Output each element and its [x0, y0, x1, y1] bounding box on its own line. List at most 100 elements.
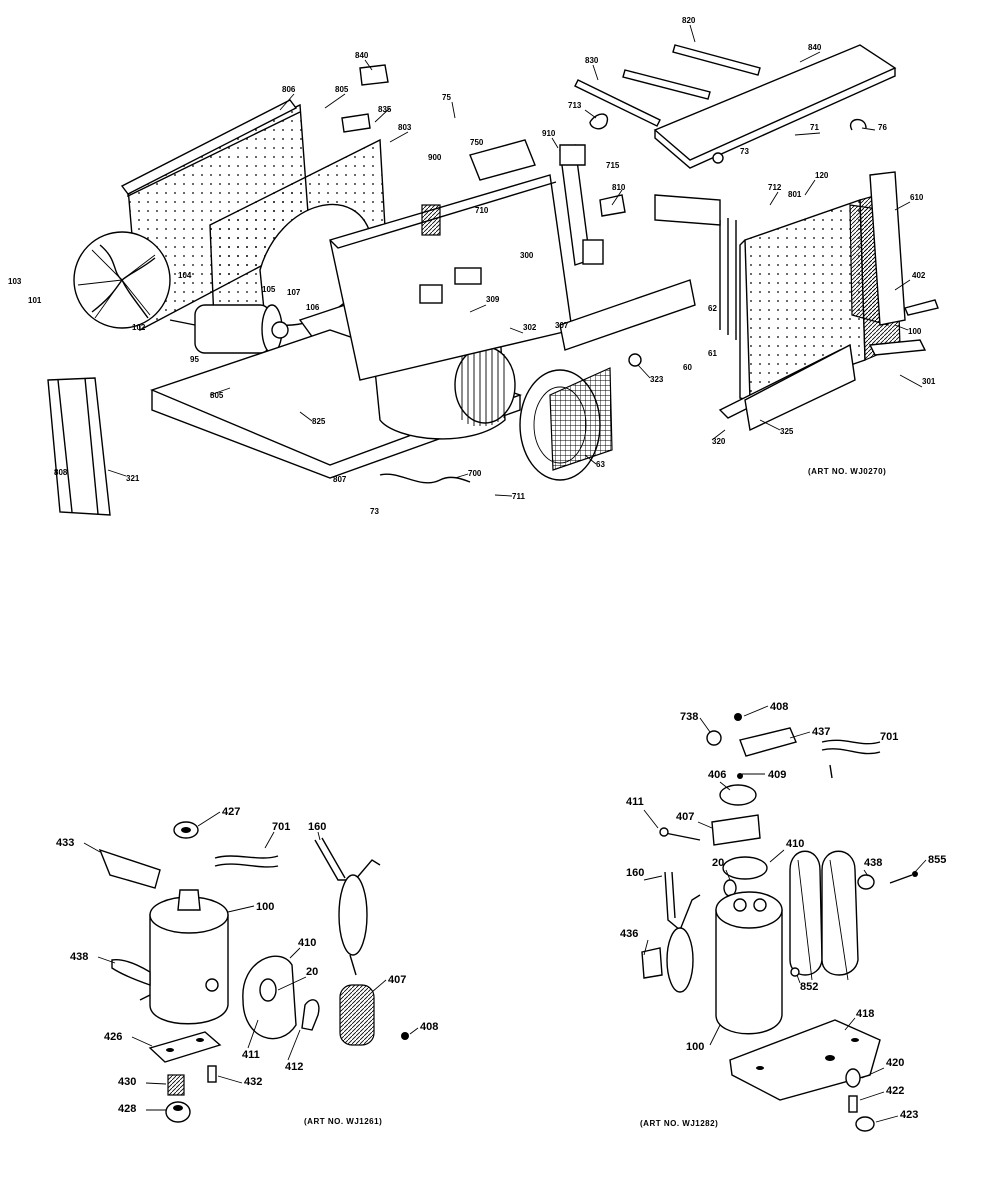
callout-label: 406: [708, 769, 726, 781]
callout-label: 105: [262, 285, 276, 294]
nut-408: [401, 1032, 409, 1040]
callout-label: 423: [900, 1109, 918, 1121]
capacitor: [419, 284, 443, 304]
nut-408: [734, 713, 742, 721]
compressor-right-labels: 738 408 437 701 406 409 411 407 410 20 4…: [620, 701, 946, 1128]
callout-label: 438: [864, 857, 882, 869]
callout-label: 715: [606, 161, 620, 170]
grommet-423: [855, 1116, 875, 1132]
fan-motor: [194, 304, 271, 354]
bracket-433: [98, 848, 161, 889]
callout-label: 102: [132, 323, 146, 332]
wire-701: [821, 739, 881, 779]
cover-406: [719, 784, 757, 806]
grommet-852: [790, 967, 800, 977]
grommet-428: [165, 1101, 191, 1123]
top-callout-labels: 840 835 830 820 840 810 806 805 803 75 9…: [8, 16, 936, 516]
overload-407: [339, 984, 375, 1046]
rail-820: [672, 44, 761, 76]
callout-label: 900: [428, 153, 442, 162]
art-number: (ART NO. WJ1261): [304, 1117, 382, 1126]
callout-label: 808: [54, 468, 68, 477]
sleeve-422: [848, 1095, 858, 1113]
callout-label: 62: [708, 304, 717, 313]
callout-label: 835: [378, 105, 392, 114]
callout-label: 426: [104, 1031, 122, 1043]
nut-409: [737, 773, 743, 779]
base-plate-418: [729, 1019, 881, 1101]
callout-label: 71: [810, 123, 819, 132]
callout-label: 411: [626, 796, 644, 808]
top-assembly-drawing: [47, 44, 939, 516]
callout-label: 20: [306, 966, 318, 978]
art-number: (ART NO. WJ1282): [640, 1119, 718, 1128]
callout-label: 302: [523, 323, 537, 332]
callout-label: 436: [620, 928, 638, 940]
callout-label: 73: [370, 507, 379, 516]
relay: [454, 267, 482, 285]
callout-label: 101: [28, 296, 42, 305]
plate-426: [148, 1031, 222, 1063]
coil-loop: [789, 850, 823, 976]
callout-label: 107: [287, 288, 301, 297]
callout-label: 76: [878, 123, 887, 132]
callout-label: 433: [56, 837, 74, 849]
compressor-left-labels: 433 427 701 160 100 438 410 20 407 408 4…: [56, 806, 438, 1126]
callout-label: 409: [768, 769, 786, 781]
tube-160: [664, 871, 701, 932]
blower-wheel: [454, 346, 516, 424]
callout-label: 428: [118, 1103, 136, 1115]
compressor-assembly-left: [98, 821, 409, 1123]
callout-label: 803: [398, 123, 412, 132]
rail-830: [622, 69, 711, 100]
callout-label: 438: [70, 951, 88, 963]
callout-label: 710: [475, 206, 489, 215]
callout-label: 20: [712, 857, 724, 869]
compressor-100: [715, 909, 783, 1035]
callout-label: 75: [442, 93, 451, 102]
top-cover: [653, 44, 897, 161]
callout-label: 830: [585, 56, 599, 65]
callout-label: 323: [650, 375, 664, 384]
art-number: (ART NO. WJ0270): [808, 467, 886, 476]
switch-hatch: [421, 204, 441, 236]
callout-label: 100: [908, 327, 922, 336]
callout-label: 410: [786, 838, 804, 850]
grommet-438: [857, 874, 875, 890]
callout-label: 100: [686, 1041, 704, 1053]
wire-701: [214, 855, 279, 868]
callout-label: 160: [308, 821, 326, 833]
callout-label: 63: [596, 460, 605, 469]
callout-label: 701: [272, 821, 290, 833]
callout-label: 700: [468, 469, 482, 478]
callout-label: 412: [285, 1061, 303, 1073]
callout-label: 104: [178, 271, 192, 280]
side-channel: [47, 377, 111, 516]
callout-label: 61: [708, 349, 717, 358]
callout-label: 407: [676, 811, 694, 823]
compressor-assembly-right: [641, 713, 918, 1132]
callout-label: 408: [770, 701, 788, 713]
callout-label: 713: [568, 101, 582, 110]
accumulator: [338, 874, 368, 956]
screw-855: [889, 874, 913, 884]
callout-label: 738: [680, 711, 698, 723]
compressor-100: [149, 914, 229, 1025]
terminal-20: [259, 978, 277, 1002]
callout-label: 120: [815, 171, 829, 180]
tube-160: [314, 837, 381, 881]
callout-label: 300: [520, 251, 534, 260]
callout-label: 95: [190, 355, 199, 364]
bracket-438: [111, 958, 151, 986]
callout-label: 73: [740, 147, 749, 156]
callout-label: 750: [470, 138, 484, 147]
callout-label: 711: [512, 492, 525, 501]
spring-420: [845, 1068, 861, 1088]
callout-label: 422: [886, 1085, 904, 1097]
callout-label: 432: [244, 1076, 262, 1088]
callout-label: 427: [222, 806, 240, 818]
overload-407: [711, 814, 761, 846]
callout-label: 810: [612, 183, 626, 192]
